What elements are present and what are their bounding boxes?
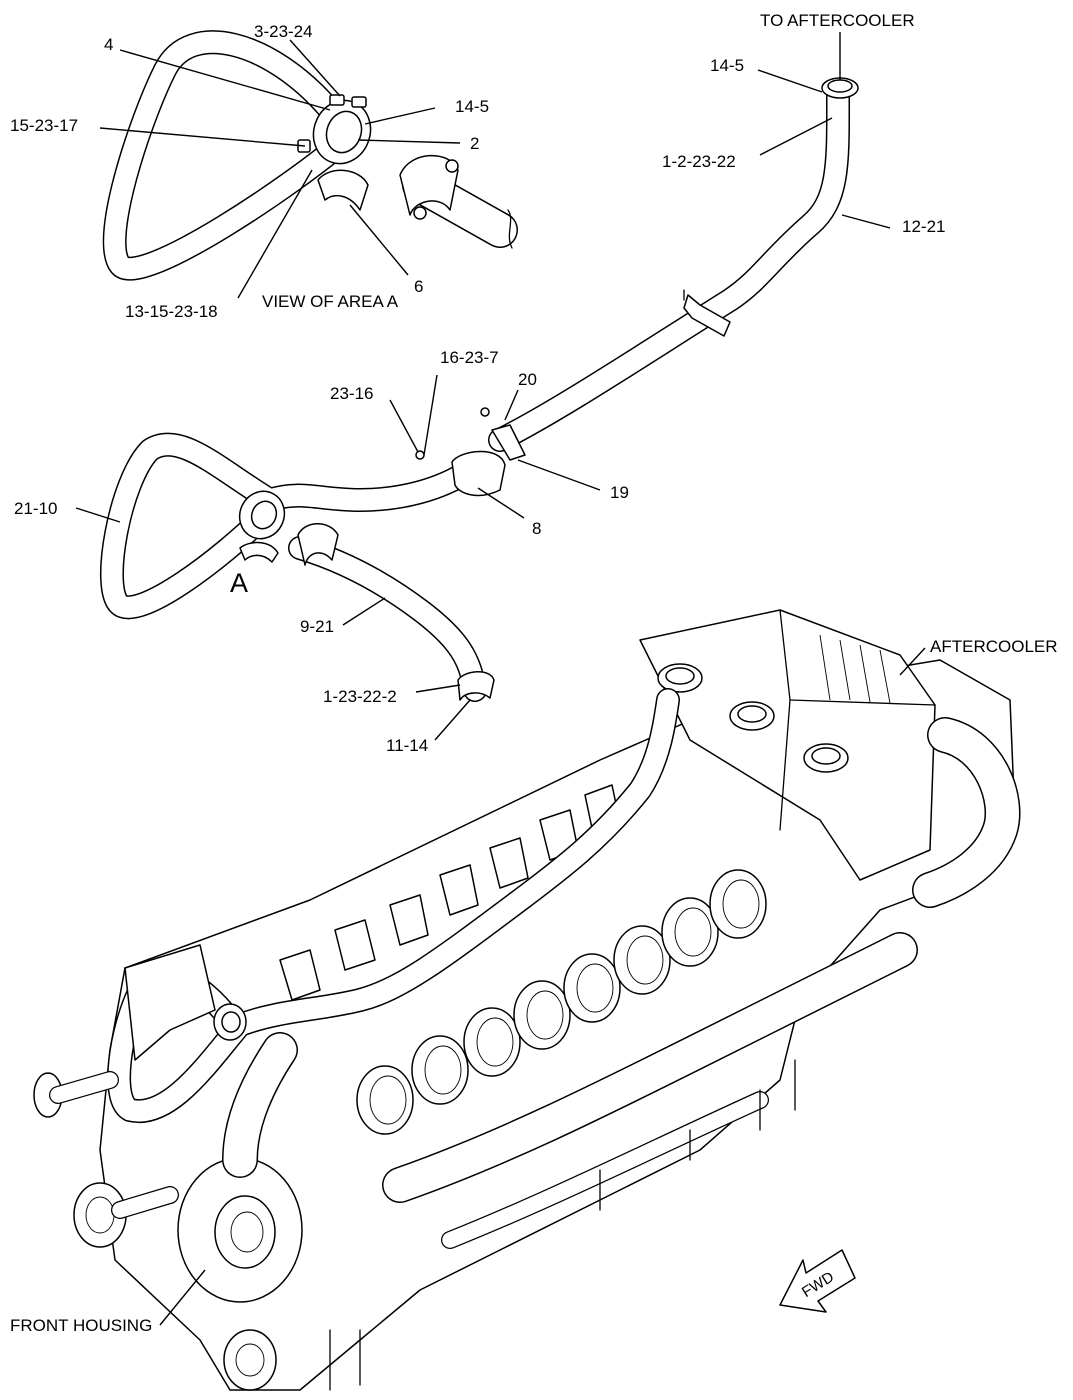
- fwd-arrow: [779, 1249, 856, 1313]
- label-14-5-top: 14-5: [710, 56, 744, 75]
- label-21-10: 21-10: [14, 499, 57, 518]
- callout-labels: TO AFTERCOOLER 3-23-24 4 14-5 14-5 15-23…: [10, 11, 1058, 1335]
- leader-lines: [75, 32, 926, 1326]
- label-to-aftercooler: TO AFTERCOOLER: [760, 11, 915, 30]
- label-2: 2: [470, 134, 479, 153]
- label-front-housing: FRONT HOUSING: [10, 1316, 152, 1335]
- area-a-detail-view: [102, 30, 518, 281]
- label-aftercooler: AFTERCOOLER: [930, 637, 1058, 656]
- label-19: 19: [610, 483, 629, 502]
- label-11-14: 11-14: [386, 736, 428, 755]
- label-23-16: 23-16: [330, 384, 373, 403]
- label-20: 20: [518, 370, 537, 389]
- label-6: 6: [414, 277, 423, 296]
- front-housing: [33, 1032, 303, 1391]
- label-1-2-23-22: 1-2-23-22: [662, 152, 736, 171]
- valve-covers-left-bank: [279, 784, 621, 1001]
- label-3-23-24: 3-23-24: [254, 22, 313, 41]
- engine-block: [33, 609, 1021, 1391]
- pipe-assembly: [99, 77, 859, 702]
- label-15-23-17: 15-23-17: [10, 116, 78, 135]
- label-4: 4: [104, 35, 113, 54]
- clamp-ring-detail: [297, 94, 372, 165]
- label-view-of-area-a: VIEW OF AREA A: [262, 292, 399, 311]
- aftercooler-box: [639, 609, 1021, 908]
- cylinder-bores: [356, 869, 767, 1135]
- label-16-23-7: 16-23-7: [440, 348, 499, 367]
- label-13-15-23-18: 13-15-23-18: [125, 302, 218, 321]
- label-14-5-right: 14-5: [455, 97, 489, 116]
- label-12-21: 12-21: [902, 217, 945, 236]
- label-9-21: 9-21: [300, 617, 334, 636]
- label-8: 8: [532, 519, 541, 538]
- label-callout-a: A: [230, 568, 248, 598]
- label-1-23-22-2: 1-23-22-2: [323, 687, 397, 706]
